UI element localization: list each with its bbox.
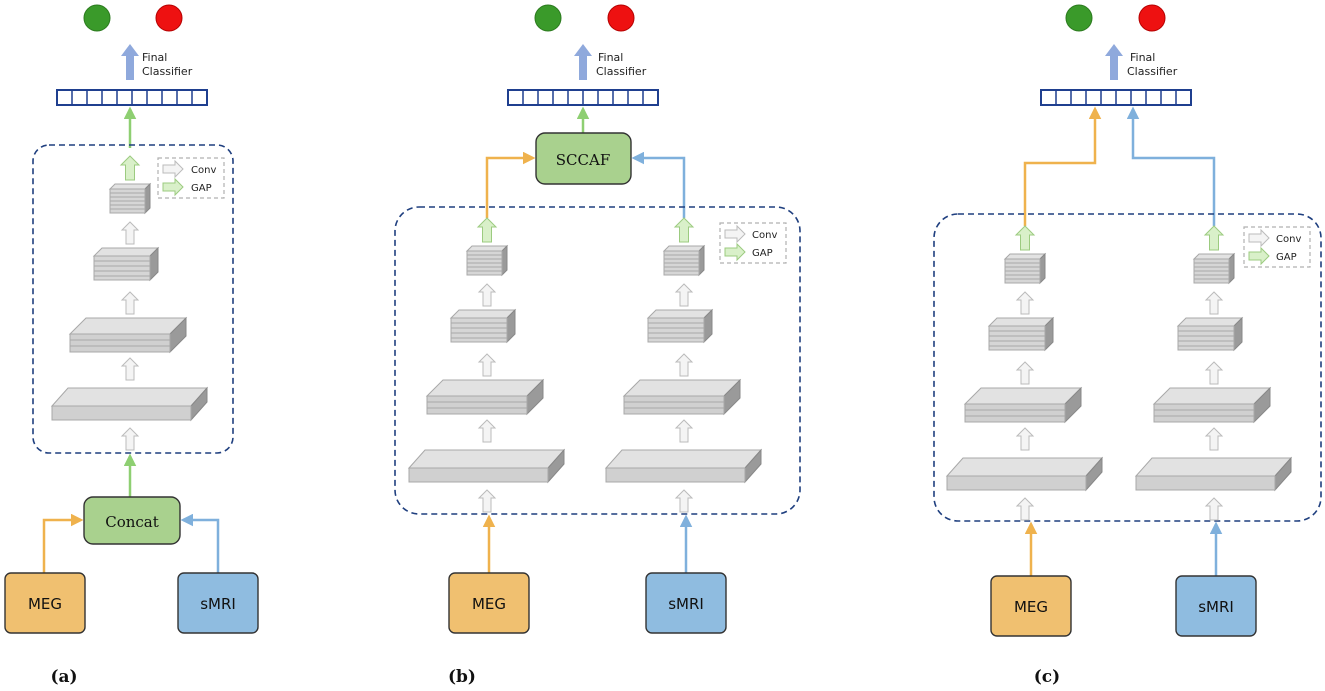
cnn-branch — [52, 156, 207, 450]
meg-box — [4, 572, 86, 634]
panel-a-caption: (a) — [50, 667, 77, 687]
final-classifier-label-line1: Final — [1130, 51, 1155, 64]
meg-branch-to-sccaf-line — [485, 151, 536, 218]
output-positive-icon — [534, 4, 562, 32]
cnn-dashed-box — [933, 213, 1322, 522]
legend-conv-label: Conv — [191, 165, 216, 176]
smri-to-concat-line — [180, 513, 220, 573]
meg-label: MEG — [1014, 598, 1048, 616]
legend-gap-label: GAP — [1276, 252, 1297, 263]
concat-box — [83, 496, 181, 545]
output-negative-icon — [607, 4, 635, 32]
output-negative-icon — [1138, 4, 1166, 32]
panel-b: Final Classifier SCCAF Conv GAP MEG sMRI… — [394, 4, 801, 687]
meg-label: MEG — [472, 595, 506, 613]
feature-vector — [56, 89, 208, 106]
panel-b-caption: (b) — [448, 667, 476, 687]
output-positive-icon — [1065, 4, 1093, 32]
legend-gap-label: GAP — [752, 248, 773, 259]
meg-to-concat-line — [42, 513, 84, 573]
panel-c: Final Classifier Conv GAP MEG sMRI (c) — [933, 4, 1322, 687]
meg-box — [990, 575, 1072, 637]
legend-conv-label: Conv — [752, 230, 777, 241]
meg-label: MEG — [28, 595, 62, 613]
smri-label: sMRI — [200, 595, 236, 613]
smri-label: sMRI — [668, 595, 704, 613]
sccaf-label: SCCAF — [556, 151, 610, 169]
meg-box — [448, 572, 530, 634]
meg-cnn-branch — [947, 226, 1102, 520]
final-classifier-label-line2: Classifier — [596, 65, 647, 78]
final-classifier-label-line2: Classifier — [142, 65, 193, 78]
concat-label: Concat — [105, 513, 159, 531]
output-negative-icon — [155, 4, 183, 32]
smri-branch-to-sccaf-line — [631, 151, 686, 218]
smri-box — [177, 572, 259, 634]
final-classifier-arrow-icon — [1105, 44, 1123, 80]
final-classifier-arrow-icon — [574, 44, 592, 80]
feature-vector — [507, 89, 659, 106]
sccaf-box — [535, 132, 632, 185]
final-classifier-label-line1: Final — [598, 51, 623, 64]
feature-vector — [1040, 89, 1192, 106]
meg-branch-to-vector-line — [1023, 106, 1102, 226]
final-classifier-label-line2: Classifier — [1127, 65, 1178, 78]
smri-box — [645, 572, 727, 634]
legend-conv-label: Conv — [1276, 234, 1301, 245]
cnn-dashed-box — [394, 206, 801, 515]
cnn-dashed-box — [32, 144, 234, 454]
output-positive-icon — [83, 4, 111, 32]
meg-cnn-branch — [409, 218, 564, 512]
final-classifier-label-line1: Final — [142, 51, 167, 64]
smri-branch-to-vector-line — [1126, 106, 1216, 226]
legend-gap-label: GAP — [191, 183, 212, 194]
smri-cnn-branch — [1136, 226, 1291, 520]
final-classifier-arrow-icon — [121, 44, 139, 80]
panel-a: Final Classifier Conv GAP Concat MEG sMR… — [4, 4, 259, 687]
smri-label: sMRI — [1198, 598, 1234, 616]
panel-c-caption: (c) — [1034, 667, 1060, 687]
smri-box — [1175, 575, 1257, 637]
